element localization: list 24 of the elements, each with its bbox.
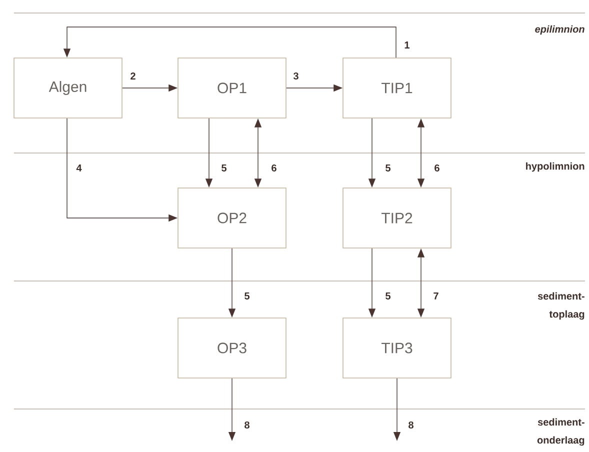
process-box: OP2 [178, 188, 286, 248]
process-box: Algen [14, 58, 122, 118]
edge-label: 5 [243, 292, 251, 300]
edge-label: 5 [384, 164, 392, 172]
edge-label: 1 [403, 40, 411, 50]
edge-label: 4 [75, 164, 83, 172]
process-box: OP3 [178, 318, 286, 378]
edge-label: 3 [292, 71, 300, 81]
zone-label: epilimnion [535, 25, 584, 35]
edge-label: 5 [220, 164, 228, 172]
process-box: TIP1 [342, 58, 452, 118]
edge-label: 6 [433, 163, 441, 173]
process-box: TIP3 [342, 318, 452, 378]
zone-label: hypolimnion [526, 162, 584, 172]
edge-label: 7 [432, 292, 440, 300]
edge-label: 8 [243, 420, 251, 430]
edge-label: 6 [270, 163, 278, 173]
zone-label: sediment-toplaag [538, 292, 584, 320]
zone-label: sediment-onderlaag [537, 418, 584, 446]
edge-label: 5 [384, 292, 392, 300]
edge-label: 2 [129, 72, 137, 80]
process-box: OP1 [178, 58, 286, 118]
process-box: TIP2 [342, 188, 452, 248]
edge-label: 8 [407, 420, 415, 430]
